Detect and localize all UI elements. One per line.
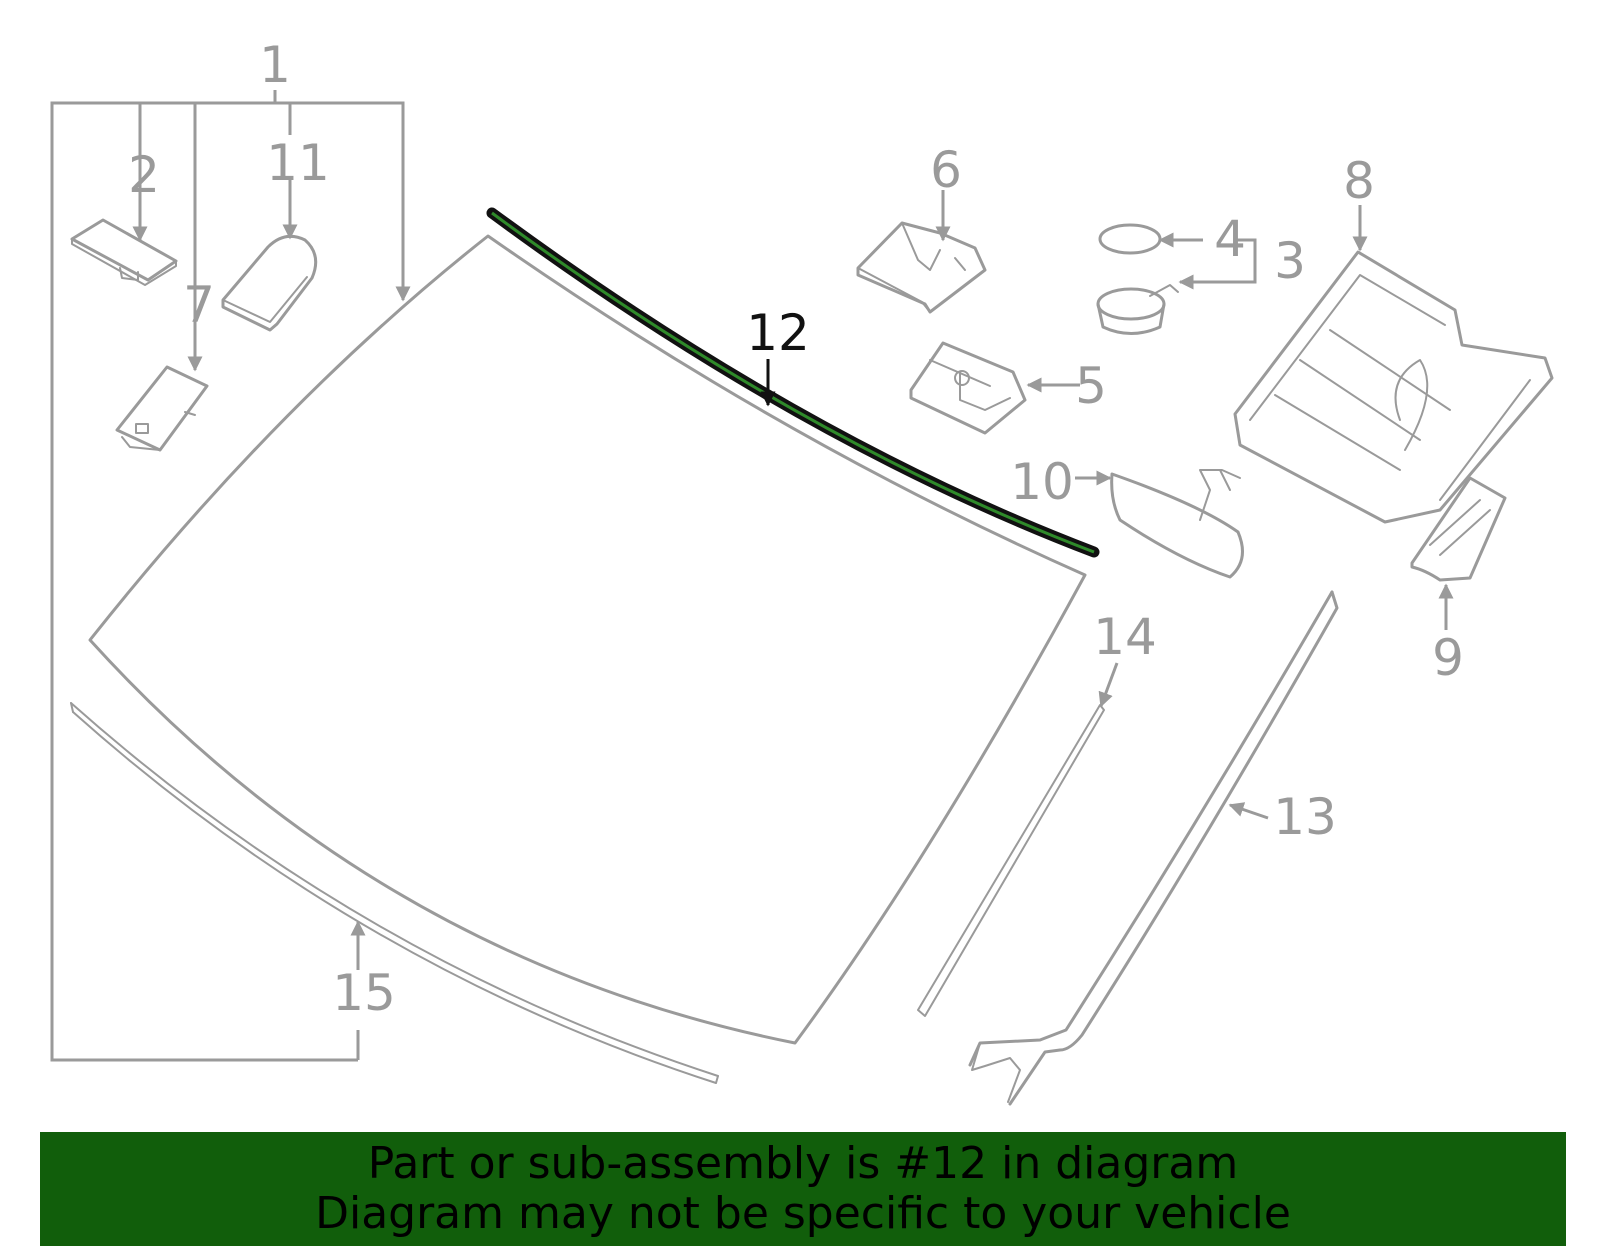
callout-5: 5	[1075, 357, 1107, 415]
part-2-pad	[70, 218, 178, 286]
banner-line-part: Part or sub-assembly is #12 in diagram	[367, 1138, 1239, 1189]
callout-14: 14	[1093, 608, 1157, 666]
leader-lines	[187, 180, 1454, 970]
callout-6: 6	[930, 141, 962, 199]
part-13-pillar-molding	[968, 590, 1339, 1106]
part-15-lower-molding	[70, 702, 719, 1084]
callout-11: 11	[266, 134, 330, 192]
part-10-mirror	[1110, 469, 1244, 579]
callout-labels: 1 2 3 4 5 6 7 8 9 10 11 12 13 14 15	[128, 36, 1464, 1022]
part-5-sensor-cover	[909, 341, 1027, 435]
part-9-clip	[1410, 476, 1507, 582]
callout-8: 8	[1343, 152, 1375, 210]
part-8-console	[1233, 250, 1554, 524]
assembly-bracket-1	[50, 90, 411, 1062]
part-7-bracket	[115, 365, 209, 452]
part-11-cover	[221, 234, 318, 332]
callout-3: 3	[1274, 232, 1306, 290]
part-info-banner: Part or sub-assembly is #12 in diagram D…	[40, 1132, 1566, 1246]
callout-10: 10	[1010, 453, 1074, 511]
callout-13: 13	[1273, 788, 1337, 846]
part-4-o-ring	[1098, 223, 1162, 255]
part-3-sensor	[1096, 284, 1179, 335]
callout-2: 2	[128, 146, 160, 204]
callout-12: 12	[746, 304, 810, 362]
part-14-side-strip	[917, 704, 1105, 1017]
callout-7: 7	[183, 276, 215, 334]
windshield-glass	[88, 234, 1087, 1045]
callout-15: 15	[332, 964, 396, 1022]
banner-line-disclaimer: Diagram may not be specific to your vehi…	[315, 1188, 1291, 1239]
part-6-housing	[856, 221, 987, 314]
callout-4: 4	[1214, 210, 1246, 268]
callout-9: 9	[1432, 629, 1464, 687]
callout-1: 1	[259, 36, 291, 94]
part-12-upper-molding[interactable]	[486, 207, 1100, 558]
